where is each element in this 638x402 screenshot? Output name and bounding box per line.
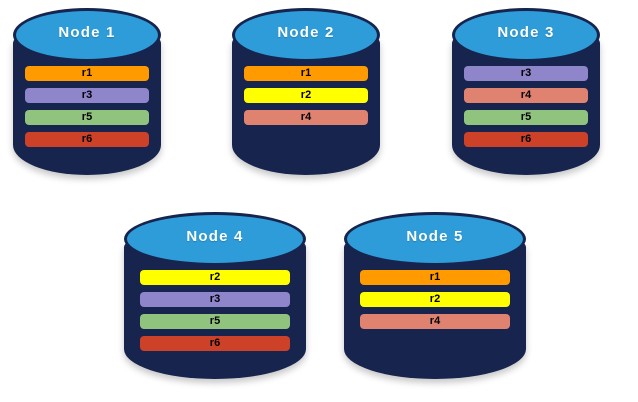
- record-bar[interactable]: r6: [25, 132, 149, 147]
- record-bar[interactable]: r5: [140, 314, 290, 329]
- record-bar[interactable]: r4: [244, 110, 368, 125]
- record-list: r1 r3 r5 r6: [13, 66, 161, 147]
- record-bar[interactable]: r1: [244, 66, 368, 81]
- cylinder-top-icon: [124, 212, 306, 266]
- node-title: Node 2: [277, 24, 335, 41]
- database-node-2[interactable]: Node 2 r1 r2 r4: [232, 8, 380, 186]
- record-bar[interactable]: r6: [464, 132, 588, 147]
- node-title: Node 1: [58, 24, 116, 41]
- record-bar[interactable]: r2: [360, 292, 510, 307]
- node-title: Node 4: [186, 228, 244, 245]
- record-list: r2 r3 r5 r6: [124, 270, 306, 351]
- cylinder-top-icon: [344, 212, 526, 266]
- record-bar[interactable]: r1: [25, 66, 149, 81]
- cylinder-top-icon: [452, 8, 600, 62]
- record-bar[interactable]: r5: [25, 110, 149, 125]
- database-node-5[interactable]: Node 5 r1 r2 r4: [344, 212, 526, 390]
- record-bar[interactable]: r2: [140, 270, 290, 285]
- node-title: Node 3: [497, 24, 555, 41]
- record-bar[interactable]: r6: [140, 336, 290, 351]
- record-list: r3 r4 r5 r6: [452, 66, 600, 147]
- database-node-3[interactable]: Node 3 r3 r4 r5 r6: [452, 8, 600, 186]
- record-bar[interactable]: r3: [140, 292, 290, 307]
- database-node-1[interactable]: Node 1 r1 r3 r5 r6: [13, 8, 161, 186]
- cylinder-top-icon: [13, 8, 161, 62]
- record-list: r1 r2 r4: [344, 270, 526, 329]
- record-list: r1 r2 r4: [232, 66, 380, 125]
- record-bar[interactable]: r5: [464, 110, 588, 125]
- node-title: Node 5: [406, 228, 464, 245]
- record-bar[interactable]: r4: [360, 314, 510, 329]
- record-bar[interactable]: r2: [244, 88, 368, 103]
- record-bar[interactable]: r3: [464, 66, 588, 81]
- record-bar[interactable]: r4: [464, 88, 588, 103]
- record-bar[interactable]: r1: [360, 270, 510, 285]
- record-bar[interactable]: r3: [25, 88, 149, 103]
- cylinder-top-icon: [232, 8, 380, 62]
- database-node-4[interactable]: Node 4 r2 r3 r5 r6: [124, 212, 306, 390]
